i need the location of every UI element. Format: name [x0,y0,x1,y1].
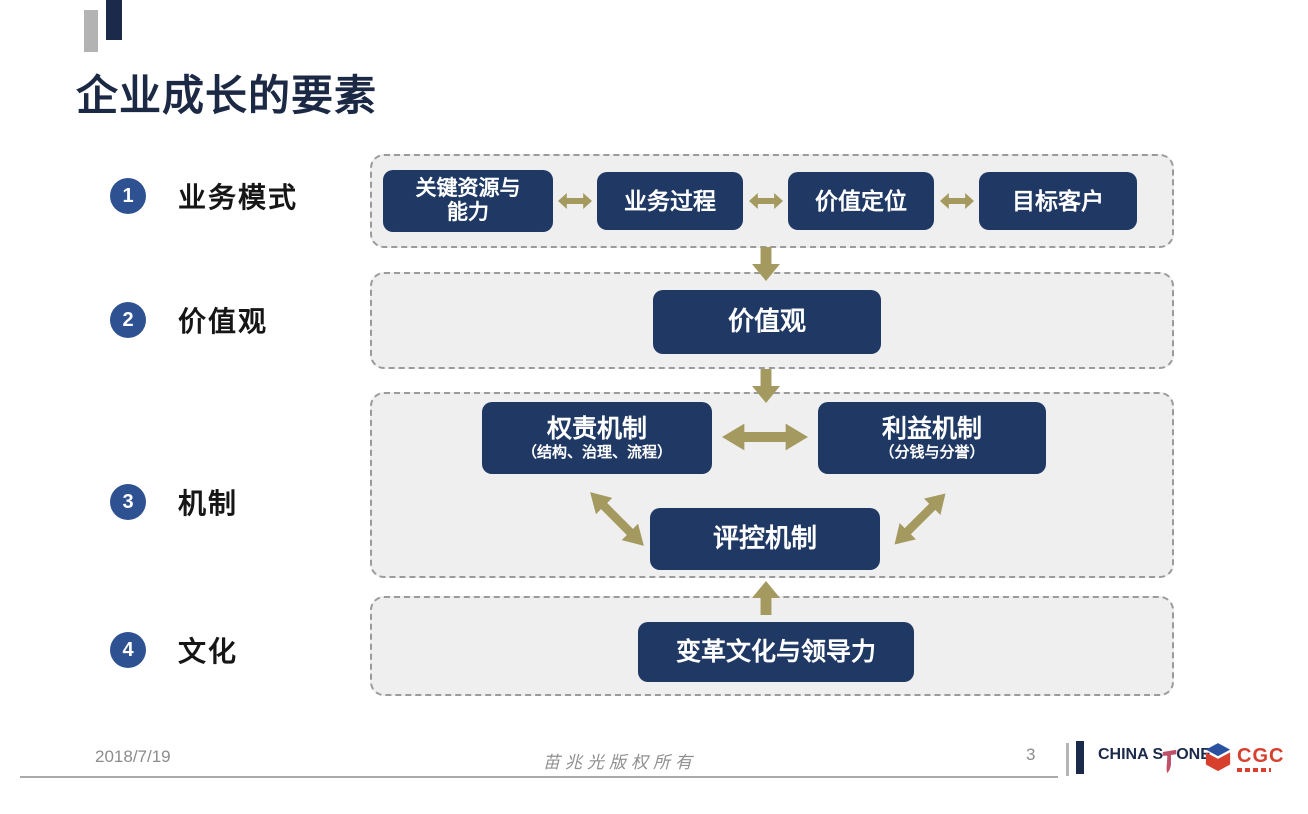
cgc-logo-subtext [1237,768,1271,772]
box-label: 权责机制 [546,415,647,443]
number-badge: 1 [110,178,146,214]
legend-item-business-model: 1 业务模式 [110,176,298,216]
left-right-arrow-icon [940,192,974,210]
china-stone-t-icon [1162,746,1177,776]
china-stone-wordmark-left: CHINA S [1098,746,1164,763]
box-benefit-mechanism: 利益机制 （分钱与分誉） [818,402,1046,474]
box-sublabel: （结构、治理、流程） [521,443,672,461]
number-badge: 4 [110,632,146,668]
footer-separator-navy [1076,741,1084,774]
footer-copyright: 苗兆光版权所有 [543,753,697,772]
left-right-arrow-icon [722,422,808,452]
left-right-arrow-icon [749,192,783,210]
diagonal-double-arrow-icon [581,483,653,555]
box-label: 变革文化与领导力 [675,637,876,666]
box-label: 关键资源与 [415,176,521,200]
number-badge: 2 [110,302,146,338]
left-right-arrow-icon [558,192,592,210]
deco-bar-navy [106,0,122,40]
legend-item-values: 2 价值观 [110,300,268,340]
legend-label: 机制 [178,488,239,519]
china-stone-wordmark-right: ONE [1176,746,1211,763]
box-change-culture-leadership: 变革文化与领导力 [638,622,914,682]
box-values: 价值观 [653,290,881,354]
down-arrow-icon [752,247,780,281]
cgc-wordmark: CGC [1237,745,1285,767]
box-label: 价值定位 [815,187,907,214]
box-target-customers: 目标客户 [979,172,1137,230]
box-label: 能力 [447,201,489,224]
page-title: 企业成长的要素 [76,72,378,119]
legend-label: 文化 [178,636,239,667]
box-key-resources: 关键资源与 能力 [383,170,553,232]
up-arrow-icon [752,581,780,615]
footer-divider [20,776,1058,778]
legend-item-culture: 4 文化 [110,630,238,670]
box-evaluation-mechanism: 评控机制 [650,508,880,570]
cgc-cube-icon [1204,742,1232,774]
box-label: 评控机制 [712,523,817,554]
box-label: 价值观 [727,306,806,337]
legend-label: 业务模式 [178,182,299,213]
deco-bar-gray [84,10,98,52]
box-label: 利益机制 [881,415,982,443]
box-label: 目标客户 [1012,187,1104,214]
cgc-wordmark-group: CGC [1237,742,1284,772]
box-responsibility-mechanism: 权责机制 （结构、治理、流程） [482,402,712,474]
page-number: 3 [1026,745,1036,764]
box-business-process: 业务过程 [597,172,743,230]
down-arrow-icon [752,369,780,403]
box-sublabel: （分钱与分誉） [879,443,985,461]
legend-item-mechanism: 3 机制 [110,482,238,522]
footer-separator-gray [1066,743,1069,776]
diagonal-double-arrow-icon [885,484,954,553]
cgc-logo: CGC [1204,742,1284,774]
box-label: 业务过程 [624,187,716,214]
legend-label: 价值观 [178,306,269,337]
box-value-positioning: 价值定位 [788,172,934,230]
footer-date: 2018/7/19 [95,747,171,766]
number-badge: 3 [110,484,146,520]
china-stone-logo: CHINA S ONE [1098,746,1211,776]
